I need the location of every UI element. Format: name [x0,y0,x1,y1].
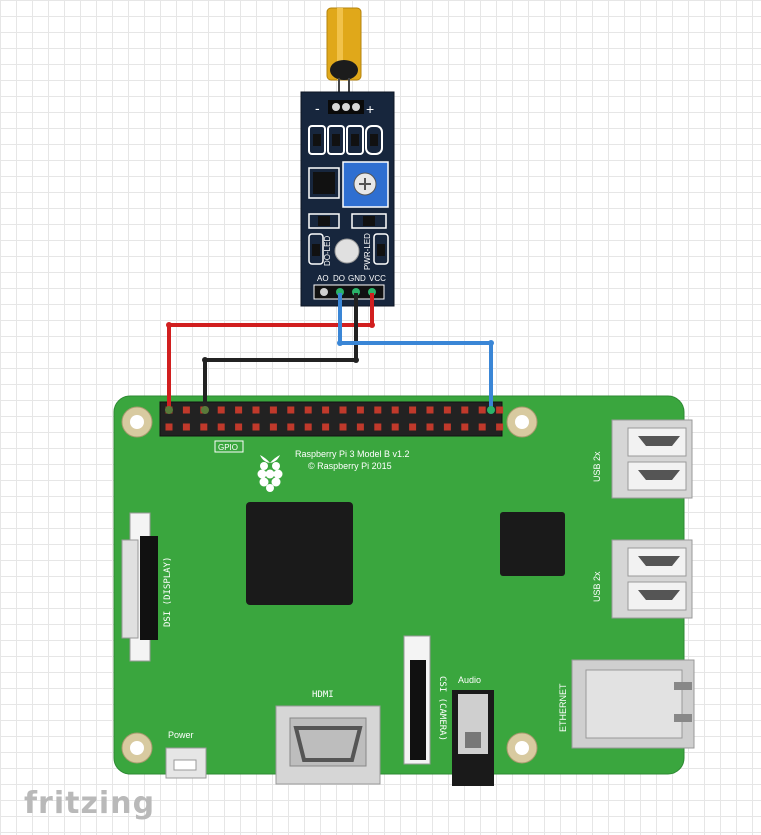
gpio-pin [461,406,469,414]
usb-port-1 [611,419,693,499]
sensor-pin-plus: + [366,101,374,117]
gpio-pin [374,406,382,414]
gpio-pin [322,423,330,431]
gpio-pin [391,406,399,414]
dsi-label: DSI (DISPLAY) [163,557,173,627]
power-port [165,747,207,779]
usb-port-2 [611,539,693,619]
fritzing-logo: fritzing [24,786,156,821]
gpio-pin [287,406,295,414]
audio-jack [452,690,494,786]
hdmi-port [275,705,381,785]
gpio-pin [356,423,364,431]
gpio-pin [374,423,382,431]
ethernet-label: ETHERNET [558,683,568,732]
gpio-pin [252,423,260,431]
csi-connector [403,635,431,765]
hdmi-label: HDMI [312,690,334,700]
usb-label-2: USB 2x [592,571,602,602]
pin-label-gnd: GND [348,274,366,283]
gpio-pin [478,423,486,431]
red-wire [167,293,374,410]
blue-wire [338,293,493,410]
gpio-pin [426,423,434,431]
gpio-pin [461,423,469,431]
gpio-pin [200,423,208,431]
gpio-pin [165,423,173,431]
gpio-pin [252,406,260,414]
gpio-pin [269,423,277,431]
pin-label-vcc: VCC [369,274,386,283]
pin-label-do: DO [333,274,345,283]
gpio-pin [478,406,486,414]
power-label: Power [168,730,194,740]
raspberry-logo-icon [257,455,283,492]
gpio-pin [269,406,277,414]
board-copyright: © Raspberry Pi 2015 [308,461,392,471]
board-model: Raspberry Pi 3 Model B v1.2 [295,449,410,459]
usb-controller-chip [500,512,565,576]
gpio-pin [356,406,364,414]
led-do-label: DO-LED [323,236,332,266]
gpio-label: GPIO [218,443,238,452]
gpio-pin [339,423,347,431]
gpio-pin [339,406,347,414]
gpio-pin [496,406,504,414]
gpio-pin [443,406,451,414]
gpio-pin [235,406,243,414]
sensor-pin-minus: - [315,100,320,116]
gpio-pin [409,406,417,414]
gpio-pin [182,423,190,431]
gpio-pin [235,423,243,431]
audio-label: Audio [458,675,481,685]
gpio-pin [496,423,504,431]
gpio-pin [391,423,399,431]
gpio-pin [217,406,225,414]
led-pwr-label: PWR-LED [363,233,372,270]
csi-label: CSI (CAMERA) [437,676,447,741]
gpio-pin [443,423,451,431]
gpio-pin [217,423,225,431]
gpio-pin [304,406,312,414]
sensor-module: - + DO-LED PWR-LED [300,91,395,307]
usb-label-1: USB 2x [592,451,602,482]
gpio-pin [322,406,330,414]
gpio-pin [409,423,417,431]
thermistor-probe [326,7,362,104]
raspberry-pi-board: GPIO Raspberry Pi 3 Model B v1.2 © Raspb… [113,395,695,786]
gpio-pin [304,423,312,431]
ethernet-port [571,659,695,749]
dsi-connector [121,512,158,662]
pin-label-ao: AO [317,274,329,283]
soc-chip [246,502,353,605]
gpio-pin [182,406,190,414]
black-wire [203,293,358,410]
gpio-pin [287,423,295,431]
gpio-pin [426,406,434,414]
